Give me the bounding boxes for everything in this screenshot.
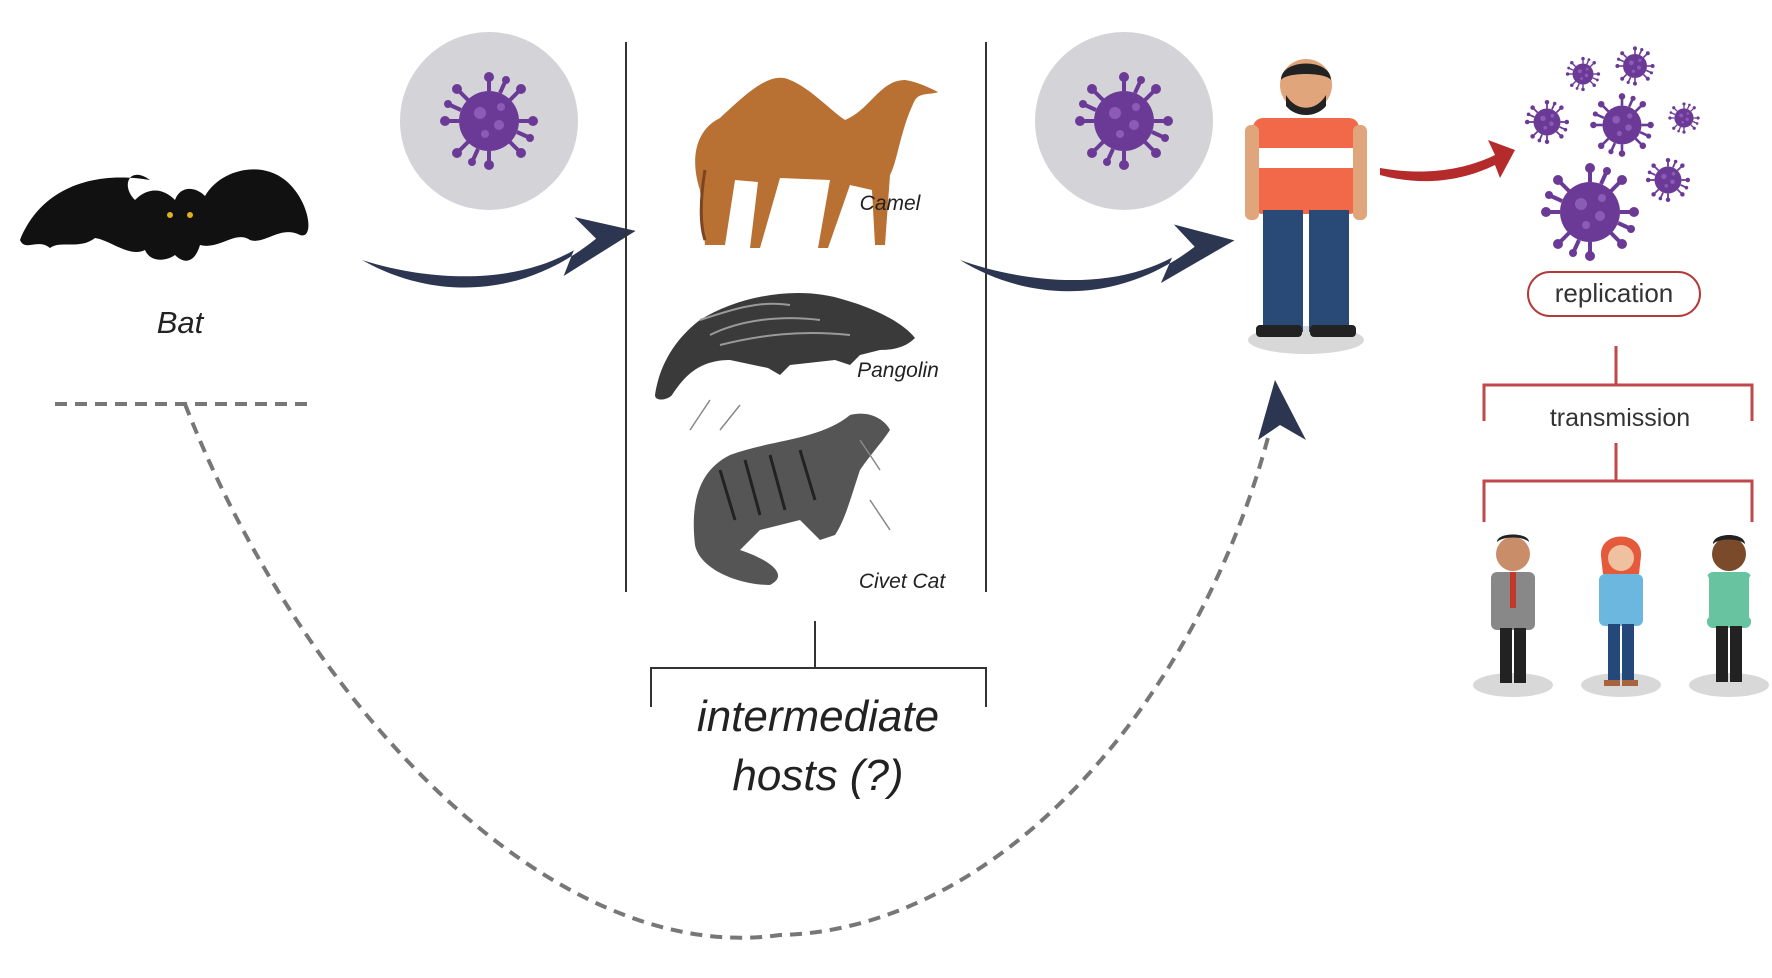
- human-icon: [1245, 59, 1367, 354]
- replication-label: replication: [1527, 271, 1701, 317]
- virus-cluster-icon: [1524, 45, 1701, 263]
- virus-icon: [1035, 32, 1213, 210]
- camel-label: Camel: [860, 192, 922, 215]
- bat-icon: [20, 169, 309, 261]
- direct-transmission-dashed-curve: [183, 403, 1272, 940]
- intermediate-hosts-label: hosts (?): [732, 751, 903, 800]
- camel-icon: [695, 77, 938, 248]
- direct-transmission-arrowhead: [1258, 380, 1306, 440]
- pangolin-label: Pangolin: [857, 359, 939, 382]
- intermediate-hosts-label: intermediate: [697, 692, 939, 741]
- replication-arrow: [1380, 140, 1515, 182]
- transmission-arrow: [360, 212, 639, 296]
- civet-cat-label: Civet Cat: [859, 570, 947, 593]
- bat-label: Bat: [157, 305, 205, 340]
- people-icon: [1473, 534, 1769, 697]
- transmission-tree: [1482, 346, 1754, 522]
- pangolin-icon: [655, 292, 915, 400]
- civet-cat-icon: [689, 399, 891, 585]
- transmission-label: transmission: [1540, 404, 1700, 433]
- virus-icon: [400, 32, 578, 210]
- intermediate-hosts-bracket: [650, 621, 987, 707]
- transmission-arrow: [959, 222, 1237, 296]
